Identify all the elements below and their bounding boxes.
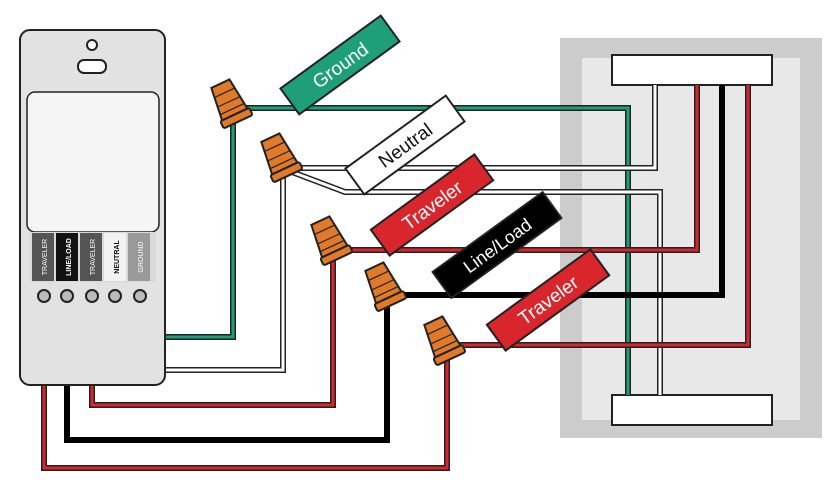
wire-nut-ground — [204, 75, 254, 130]
terminal-text-traveler-1: TRAVELER — [42, 239, 49, 275]
terminal-text-line-load: LINE/LOAD — [66, 238, 73, 276]
mounting-screw-hole — [86, 39, 98, 51]
wire-nut-traveler-1 — [304, 212, 354, 267]
terminal-screw-traveler-1 — [37, 289, 51, 303]
fixture-terminal-block-bottom — [611, 394, 773, 426]
terminal-label-ground — [128, 233, 150, 281]
terminal-screw-line-load — [60, 289, 74, 303]
terminal-label-line-load — [56, 233, 78, 281]
smart-switch: TRAVELER LINE/LOAD TRAVELER NEUTRAL GROU… — [19, 29, 166, 386]
terminal-text-neutral: NEUTRAL — [114, 240, 121, 274]
terminal-text-ground: GROUND — [138, 241, 145, 272]
terminal-screw-neutral — [108, 289, 122, 303]
terminal-screw-ground — [133, 289, 147, 303]
terminal-screw-traveler-2 — [85, 289, 99, 303]
switch-paddle — [26, 91, 160, 233]
wire-nut-traveler-2 — [417, 312, 467, 367]
terminal-text-traveler-2: TRAVELER — [90, 239, 97, 275]
fixture-box — [560, 38, 822, 438]
wire-nut-line-load — [358, 258, 408, 313]
terminal-label-traveler-2 — [80, 233, 102, 281]
mounting-slot — [77, 59, 107, 74]
label-ground: Ground — [279, 14, 401, 116]
terminal-label-traveler-1 — [32, 233, 54, 281]
terminal-label-neutral — [104, 233, 126, 281]
fixture-terminal-block-top — [611, 54, 773, 86]
